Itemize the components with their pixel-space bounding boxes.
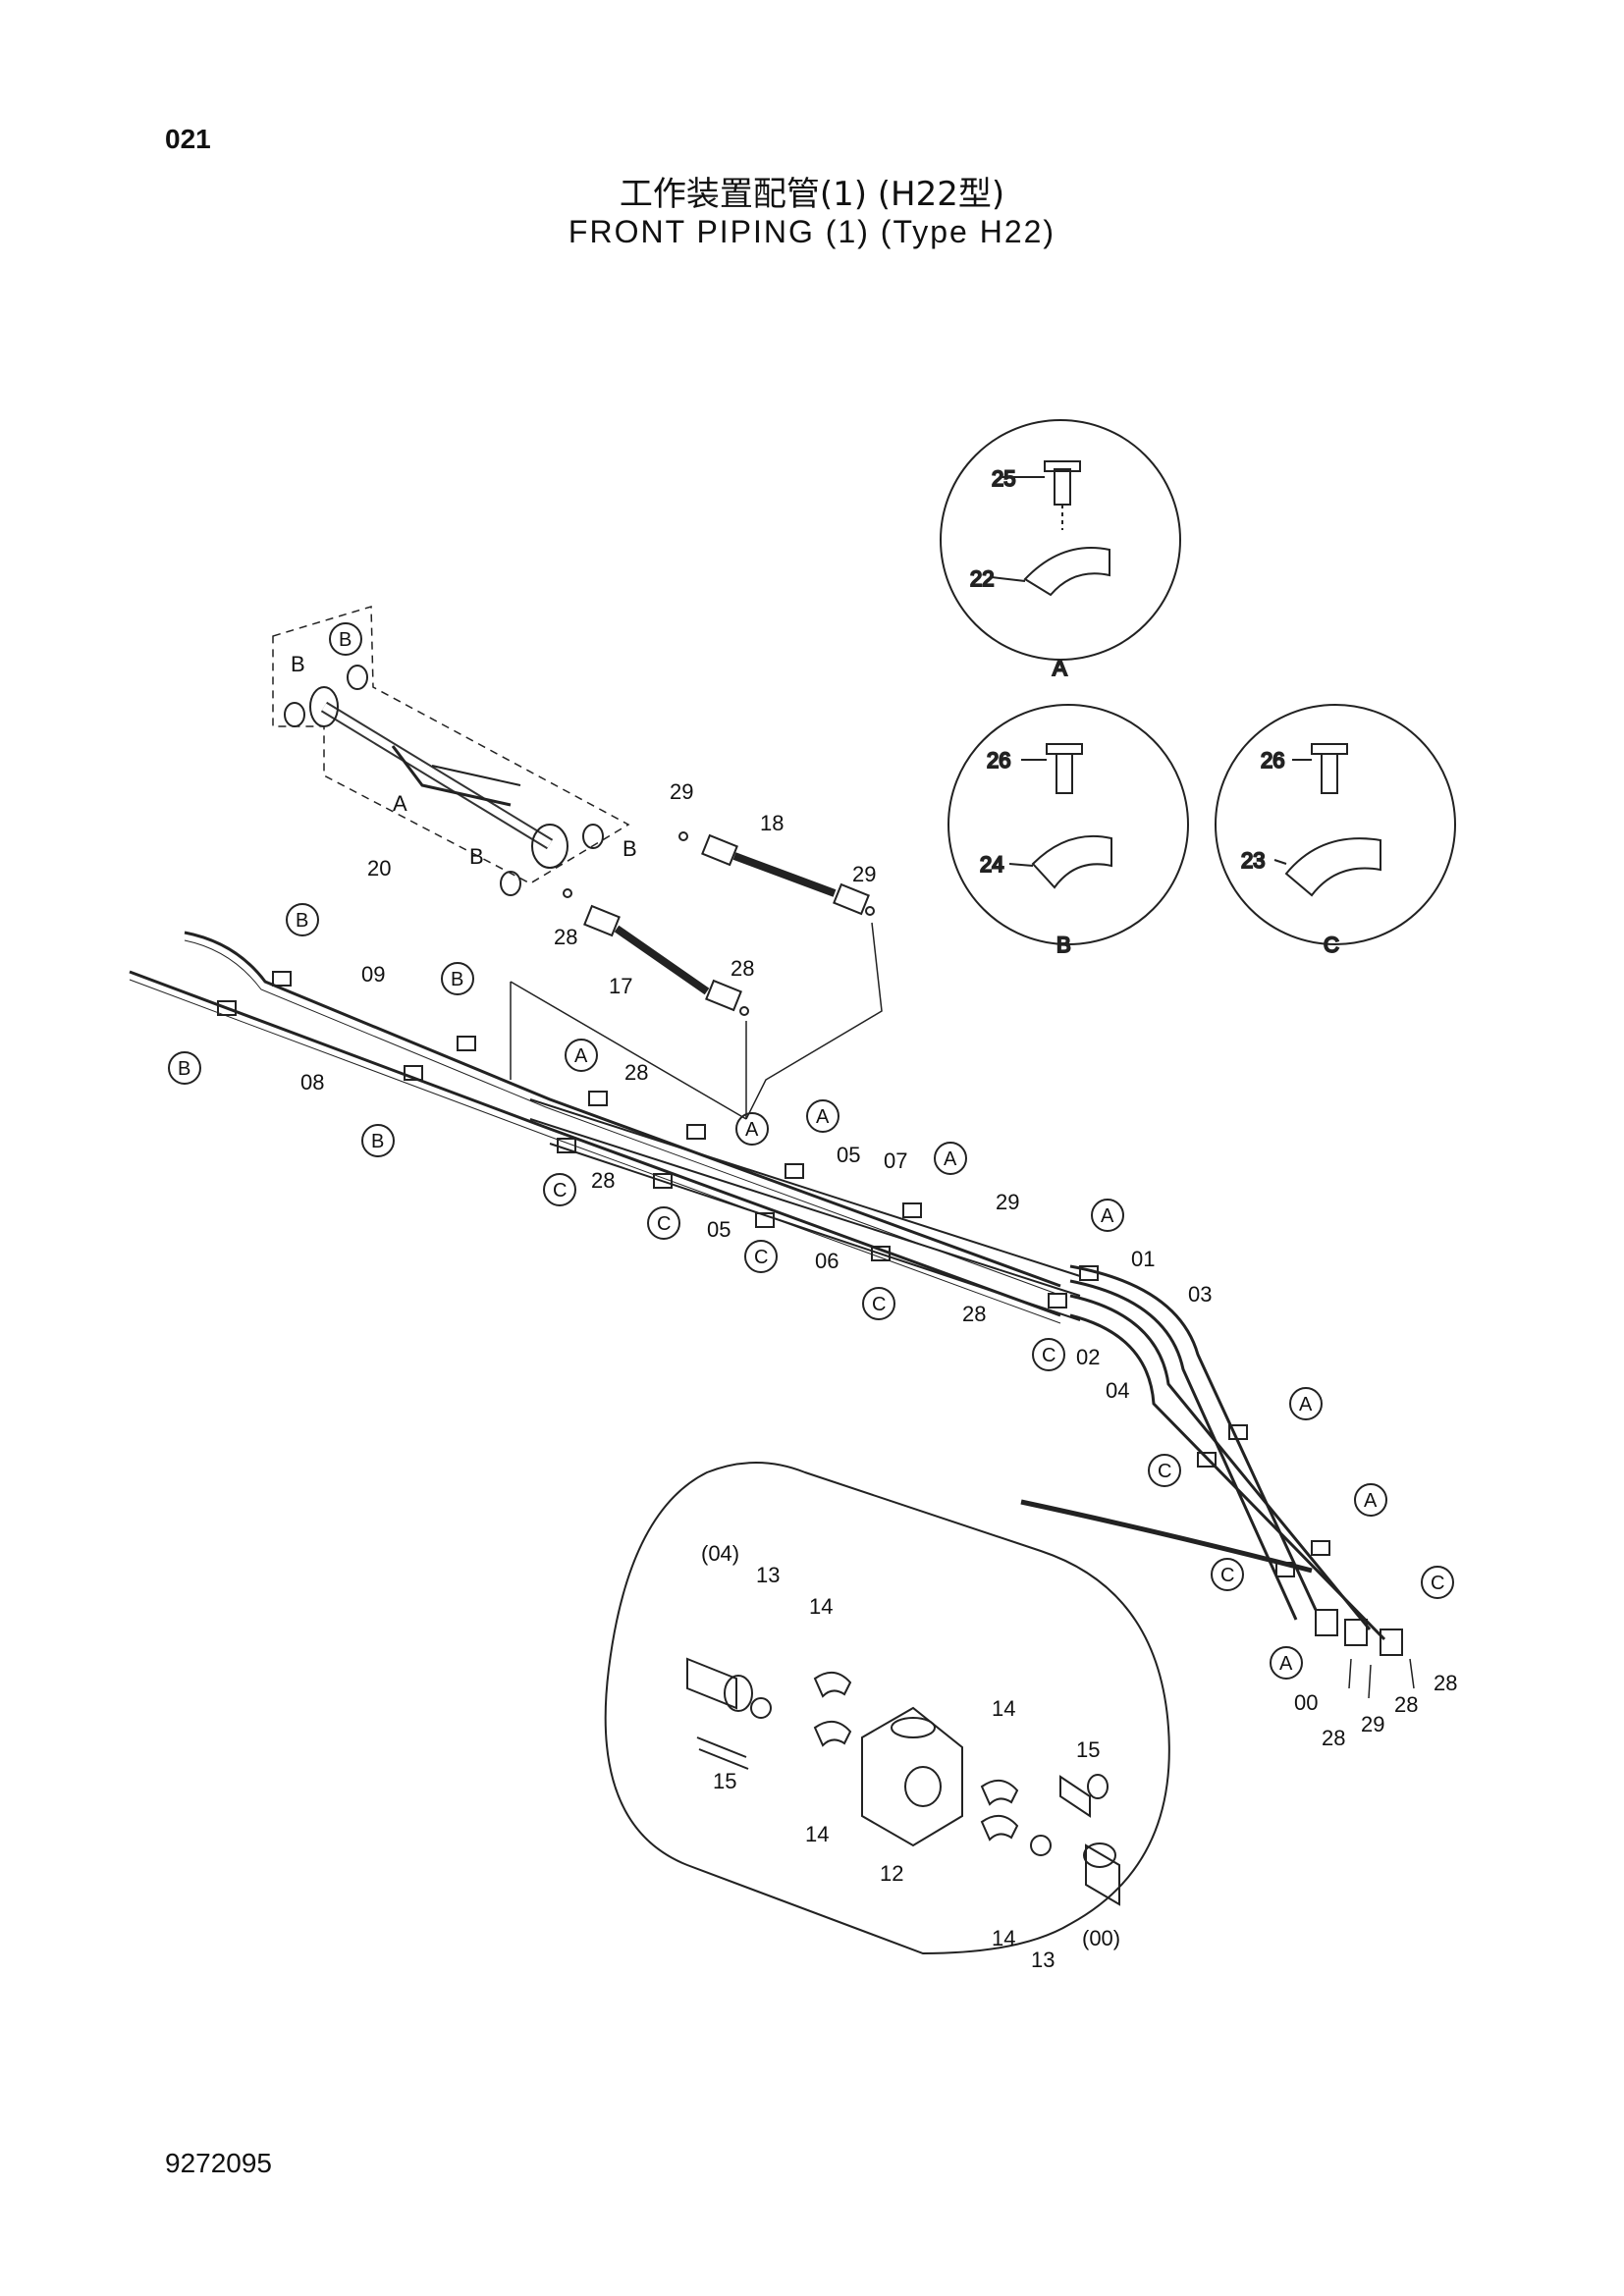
detail-c-clamp-label: 23 [1241,848,1265,873]
callout-c: C [657,1213,671,1235]
part-label-04-paren: (04) [701,1541,739,1566]
part-label-29: 29 [1361,1712,1384,1736]
part-label-05: 05 [837,1143,860,1167]
callout-a: A [1101,1205,1114,1227]
detail-view-c [1215,704,1456,945]
document-number: 9272095 [165,2148,273,2178]
part-label-18: 18 [760,811,784,835]
part-label-00-paren: (00) [1082,1926,1120,1950]
part-label-28: 28 [731,956,754,981]
detail-a-clamp-label: 22 [970,566,994,591]
callout-c: C [1042,1345,1056,1366]
part-label-29: 29 [670,779,693,804]
part-number-labels: 20 29 18 29 28 17 28 09 08 28 28 05 07 0… [300,779,1457,1972]
callout-b: B [296,910,308,932]
part-label-28: 28 [554,925,577,949]
page-number: 021 [165,124,211,154]
callout-c: C [553,1180,567,1201]
callout-c: C [1431,1573,1444,1594]
callout-a: A [1299,1394,1313,1415]
part-label-14: 14 [805,1822,829,1846]
detail-c-bolt-label: 26 [1261,748,1284,773]
part-label-08: 08 [300,1070,324,1095]
hose-18 [678,831,875,916]
cylinder-letter-labels: B B B A [291,652,637,869]
part-label-28: 28 [962,1302,986,1326]
end-fittings [1315,1609,1415,1699]
detail-a-bolt-label: 25 [992,466,1015,491]
swivel-leader-line [1020,1499,1313,1574]
callout-b: B [371,1131,384,1152]
pipe-05-06-07 [529,1098,1081,1321]
part-label-29: 29 [852,862,876,886]
callout-letters: B B B B B A A A C C C A C A C A C A C C … [178,629,1444,1675]
part-label-29: 29 [996,1190,1019,1214]
pipe-08 [129,970,1061,1324]
callout-a: A [1364,1490,1378,1512]
part-label-14: 14 [809,1594,833,1619]
part-label-17: 17 [609,974,632,998]
page-title-english: FRONT PIPING (1) (Type H22) [568,214,1056,249]
detail-a-view-label: A [1053,656,1067,680]
callout-a: A [944,1148,957,1170]
part-label-13: 13 [756,1563,780,1587]
callout-c: C [1158,1461,1171,1482]
part-label-00: 00 [1294,1690,1318,1715]
swivel-joint-detail [604,1462,1170,1955]
pipe-clamps [217,971,1330,1577]
detail-view-a [940,419,1181,661]
label-b: B [623,836,637,861]
part-label-02: 02 [1076,1345,1100,1369]
part-label-28: 28 [1394,1692,1418,1717]
part-label-28: 28 [1434,1671,1457,1695]
part-label-14: 14 [992,1696,1015,1721]
label-a: A [393,791,407,816]
callout-c: C [754,1247,768,1268]
detail-b-bolt-label: 26 [987,748,1010,773]
callout-c: C [872,1294,886,1315]
part-label-04: 04 [1106,1378,1129,1403]
cylinder-assembly-20 [272,605,630,896]
part-label-28: 28 [591,1168,615,1193]
detail-c-view-label: C [1324,933,1339,957]
part-label-14: 14 [992,1926,1015,1950]
part-label-05: 05 [707,1217,731,1242]
part-label-03: 03 [1188,1282,1212,1307]
callout-a: A [816,1106,830,1128]
pipe-09 [184,931,1061,1295]
part-label-07: 07 [884,1148,907,1173]
callout-circles [168,622,1454,1680]
callout-a: A [574,1045,588,1067]
part-label-15: 15 [713,1769,736,1793]
label-b: B [469,844,484,869]
part-label-28: 28 [1322,1726,1345,1750]
detail-view-b [947,704,1189,945]
callout-a: A [1279,1653,1293,1675]
part-label-12: 12 [880,1861,903,1886]
callout-b: B [178,1058,190,1080]
label-b: B [291,652,305,676]
part-label-09: 09 [361,962,385,987]
part-label-13: 13 [1031,1948,1055,1972]
callout-a: A [745,1119,759,1141]
part-label-20: 20 [367,856,391,881]
part-label-06: 06 [815,1249,839,1273]
detail-b-view-label: B [1056,933,1071,957]
callout-c: C [1220,1565,1234,1586]
part-label-15: 15 [1076,1737,1100,1762]
callout-b: B [451,969,463,990]
detail-b-clamp-label: 24 [980,852,1003,877]
part-label-28: 28 [624,1060,648,1085]
hose-17 [563,888,749,1016]
part-label-01: 01 [1131,1247,1155,1271]
page-title-japanese: 工作装置配管(1) (H22型) [619,175,1005,214]
callout-b: B [339,629,352,651]
